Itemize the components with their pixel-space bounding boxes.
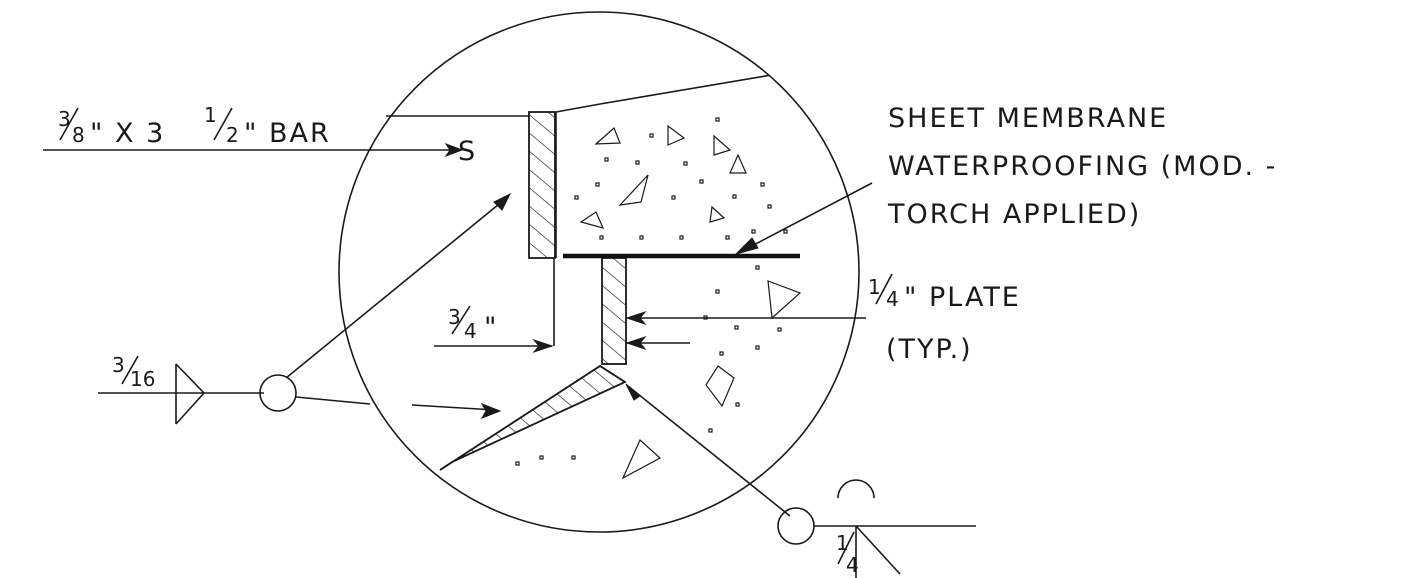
membrane-line2: WATERPROOFING (MOD. - <box>888 151 1277 182</box>
aggregate-lower <box>515 265 802 480</box>
bar-frac2-den: 2 <box>226 123 239 147</box>
weld-left-frac-den: 16 <box>130 367 155 391</box>
plate-line2: (TYP.) <box>886 334 973 365</box>
fillet-weld-symbol-icon <box>175 363 206 425</box>
plate-callout: 1 4 " PLATE (TYP.) <box>625 273 1021 365</box>
gap-frac-num: 3 <box>448 305 461 329</box>
plate-tail-text: " PLATE <box>904 282 1021 313</box>
weld-tail-s-icon: S <box>458 136 477 167</box>
vertical-plate <box>601 257 627 365</box>
weld-left-frac-num: 3 <box>112 353 125 377</box>
membrane-callout: SHEET MEMBRANE WATERPROOFING (MOD. - TOR… <box>734 103 1277 255</box>
bar-leader: S <box>43 115 529 167</box>
detail-circle <box>338 11 860 533</box>
inclined-plate <box>439 364 627 471</box>
weld-arc-icon <box>837 479 875 499</box>
aggregate-upper <box>574 117 788 240</box>
gap-frac-den: 4 <box>464 319 477 343</box>
bar-tail-text: " BAR <box>244 118 331 149</box>
bar-frac-num: 3 <box>58 107 71 131</box>
gap-callout: 3 4 " <box>434 258 555 354</box>
bar-frac2-num: 1 <box>204 103 217 127</box>
weld-bottom-callout: 1 4 <box>625 383 976 578</box>
weld-left-callout: 3 16 <box>98 192 512 425</box>
weld-bottom-frac-den: 4 <box>846 553 859 577</box>
plate-frac-num: 1 <box>868 275 881 299</box>
gap-tail-text: " <box>484 312 498 343</box>
weld-all-around-circle-icon <box>259 374 297 412</box>
fillet-weld-symbol-icon <box>855 525 901 575</box>
bar-frac-den: 8 <box>72 123 85 147</box>
membrane-line1: SHEET MEMBRANE <box>888 103 1168 134</box>
bar-callout: 3 8 " X 3 1 2 " BAR <box>58 103 331 149</box>
concrete-section <box>439 59 859 480</box>
plate-frac-den: 4 <box>886 287 899 311</box>
steel-bar <box>528 111 556 259</box>
bar-mid-text: " X 3 <box>90 118 165 149</box>
weld-bottom-frac-num: 1 <box>836 531 849 555</box>
membrane-line3: TORCH APPLIED) <box>887 199 1141 230</box>
weld-all-around-circle-icon <box>777 507 815 545</box>
